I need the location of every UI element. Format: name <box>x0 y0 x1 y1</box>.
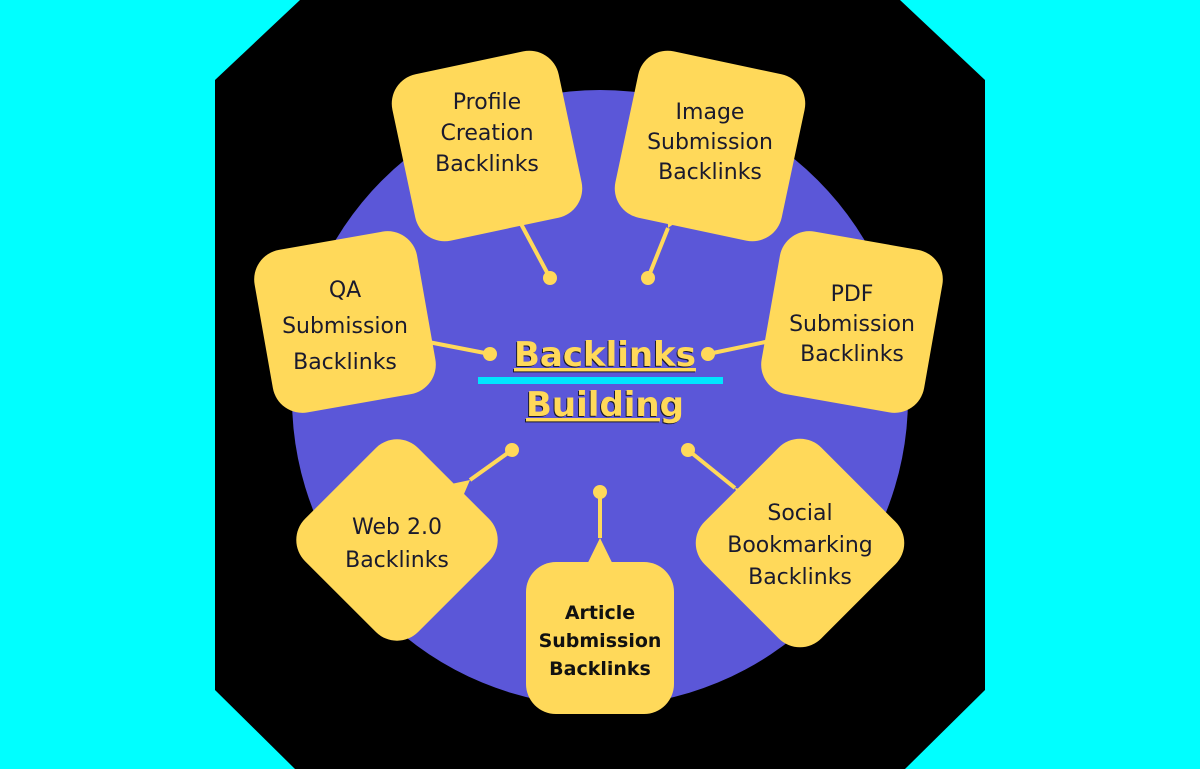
bubble-tail-qa-submission <box>379 310 418 354</box>
bubble-shape-pdf-submission <box>761 231 943 413</box>
center-divider <box>478 377 723 384</box>
bubble-label-qa-submission-1: Submission <box>282 314 408 339</box>
bubble-label-pdf-submission-2: Backlinks <box>800 342 904 367</box>
bubble-tail-profile-creation <box>484 179 526 222</box>
bubble-label-web-2-0-1: Backlinks <box>345 548 449 573</box>
connector-line-profile-creation <box>518 221 552 279</box>
bubble-shape-qa-submission <box>254 231 436 413</box>
bubble-tail-web-2-0 <box>423 480 470 524</box>
connector-line-pdf-submission <box>707 338 776 356</box>
bubble-label-article-submission-1: Submission <box>539 630 662 652</box>
bubble-tail-pdf-submission <box>775 310 815 354</box>
bubble-shape-image-submission <box>614 50 806 242</box>
center-title-line-1: Backlinks <box>514 335 696 375</box>
bubble-label-image-submission-2: Backlinks <box>658 160 762 185</box>
bubble-label-article-submission-0: Article <box>565 602 635 624</box>
connector-dot-web-2-0 <box>505 443 519 457</box>
connector-dot-pdf-submission <box>701 347 715 361</box>
bubbles: ProfileCreationBacklinksImageSubmissionB… <box>254 50 943 714</box>
bubble-label-social-bookmarking-2: Backlinks <box>748 565 852 590</box>
bubble-label-qa-submission-0: QA <box>329 278 361 303</box>
center-title-line-2: Building <box>526 385 684 425</box>
bubble-shape-article-submission <box>526 562 674 714</box>
bubble-tail-social-bookmarking <box>735 488 779 530</box>
bubble-label-qa-submission-2: Backlinks <box>293 350 397 375</box>
bubble-label-profile-creation-1: Creation <box>440 121 533 146</box>
bubble-tail-article-submission <box>578 538 622 583</box>
bubble-label-social-bookmarking-0: Social <box>767 501 832 526</box>
bubble-label-image-submission-0: Image <box>676 100 745 125</box>
center-title-shadow-1: Backlinks <box>513 336 695 376</box>
bubble-label-image-submission-1: Submission <box>647 130 773 155</box>
bubble-label-pdf-submission-1: Submission <box>789 312 915 337</box>
connector-line-social-bookmarking <box>686 448 737 490</box>
bubble-label-article-submission-2: Backlinks <box>549 658 651 680</box>
bubble-shape-profile-creation <box>391 50 583 242</box>
bubble-label-profile-creation-0: Profile <box>453 90 521 115</box>
connector-dot-qa-submission <box>483 347 497 361</box>
bubble-label-web-2-0-0: Web 2.0 <box>352 515 442 540</box>
bubble-label-pdf-submission-0: PDF <box>831 282 874 307</box>
connector-line-image-submission <box>646 227 670 279</box>
connector-line-web-2-0 <box>468 448 514 482</box>
connector-dot-social-bookmarking <box>681 443 695 457</box>
center-title: Backlinks Backlinks Building Building <box>478 335 723 426</box>
connector-dot-article-submission <box>593 485 607 499</box>
bubble-tail-image-submission <box>667 181 707 228</box>
connector-dot-image-submission <box>641 271 655 285</box>
bubble-label-social-bookmarking-1: Bookmarking <box>727 533 872 558</box>
center-title-shadow-2: Building <box>525 386 683 426</box>
bubble-label-profile-creation-2: Backlinks <box>435 152 539 177</box>
connector-dot-profile-creation <box>543 271 557 285</box>
